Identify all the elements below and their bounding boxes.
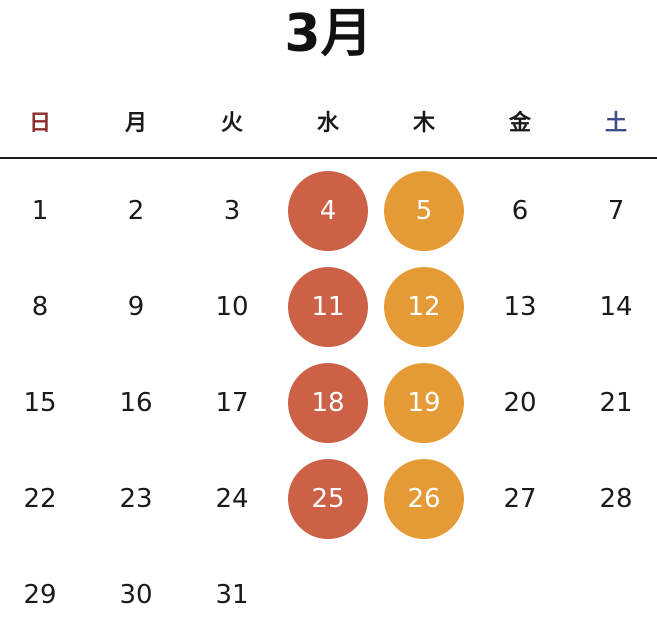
day-cell-13[interactable]: 13: [503, 292, 537, 322]
day-cell-24[interactable]: 24: [215, 484, 249, 514]
day-cell-31[interactable]: 31: [215, 580, 249, 610]
weekday-thursday: 木: [412, 111, 435, 136]
day-cell-3[interactable]: 3: [223, 196, 241, 226]
weekday-sunday: 日: [28, 111, 51, 136]
day-cell-8[interactable]: 8: [31, 292, 49, 322]
day-cell-29[interactable]: 29: [23, 580, 57, 610]
day-cell-23[interactable]: 23: [119, 484, 153, 514]
day-cell-18[interactable]: 18: [288, 363, 368, 443]
day-cell-21[interactable]: 21: [599, 388, 633, 418]
weekday-saturday: 土: [604, 111, 627, 136]
day-cell-19[interactable]: 19: [384, 363, 464, 443]
day-cell-9[interactable]: 9: [127, 292, 145, 322]
weekday-friday: 金: [508, 111, 531, 136]
day-cell-16[interactable]: 16: [119, 388, 153, 418]
header-divider: [0, 157, 657, 159]
day-cell-27[interactable]: 27: [503, 484, 537, 514]
month-title: 3月: [284, 4, 373, 64]
day-cell-11[interactable]: 11: [288, 267, 368, 347]
day-cell-2[interactable]: 2: [127, 196, 145, 226]
weekday-tuesday: 火: [220, 111, 243, 136]
day-cell-5[interactable]: 5: [384, 171, 464, 251]
day-cell-4[interactable]: 4: [288, 171, 368, 251]
day-cell-17[interactable]: 17: [215, 388, 249, 418]
weekday-monday: 月: [124, 111, 147, 136]
day-cell-10[interactable]: 10: [215, 292, 249, 322]
day-cell-12[interactable]: 12: [384, 267, 464, 347]
day-cell-26[interactable]: 26: [384, 459, 464, 539]
day-cell-15[interactable]: 15: [23, 388, 57, 418]
day-cell-30[interactable]: 30: [119, 580, 153, 610]
day-cell-22[interactable]: 22: [23, 484, 57, 514]
day-cell-14[interactable]: 14: [599, 292, 633, 322]
day-cell-1[interactable]: 1: [31, 196, 49, 226]
weekday-header: 日 月 火 水 木 金 土: [0, 102, 657, 146]
day-cell-25[interactable]: 25: [288, 459, 368, 539]
day-cell-20[interactable]: 20: [503, 388, 537, 418]
day-cell-28[interactable]: 28: [599, 484, 633, 514]
weekday-wednesday: 水: [316, 111, 339, 136]
day-cell-7[interactable]: 7: [607, 196, 625, 226]
day-cell-6[interactable]: 6: [511, 196, 529, 226]
